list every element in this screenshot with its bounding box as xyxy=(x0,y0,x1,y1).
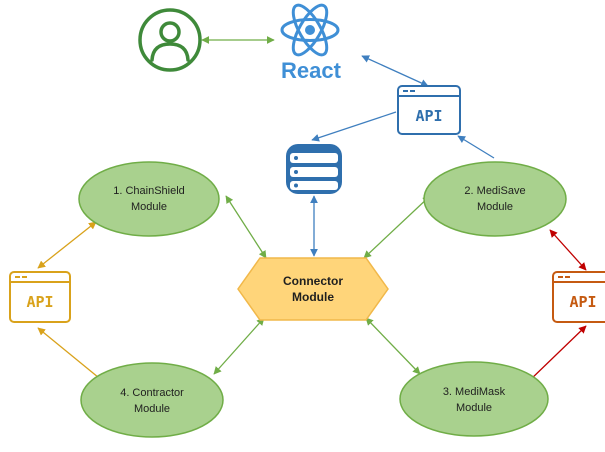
react-label: React xyxy=(281,58,342,83)
module-medimask-line1: 3. MediMask xyxy=(443,386,506,398)
api-window-icon-left xyxy=(9,271,71,323)
link-api-left-chainshield xyxy=(37,221,97,269)
module-contractor xyxy=(80,362,224,438)
module-chainshield xyxy=(78,161,220,237)
module-medisave-line2: Module xyxy=(477,201,513,213)
link-contractor-connector xyxy=(213,317,265,375)
link-medimask-connector xyxy=(365,317,421,375)
module-chainshield-line1: 1. ChainShield xyxy=(113,185,185,197)
module-medisave xyxy=(423,161,567,237)
connector-label-line2: Module xyxy=(292,290,334,304)
link-chainshield-connector xyxy=(225,195,267,259)
connector-label-line1: Connector xyxy=(283,274,343,288)
link-medisave-connector xyxy=(363,195,431,259)
database-icon xyxy=(286,144,342,194)
link-react-api xyxy=(361,55,429,87)
link-medisave-api xyxy=(457,135,495,159)
link-api-left-contractor xyxy=(37,327,105,383)
api-left-label: API xyxy=(26,293,53,311)
connector-module xyxy=(237,257,389,321)
module-medimask-line2: Module xyxy=(456,402,492,414)
module-medisave-line1: 2. MediSave xyxy=(464,185,525,197)
user-icon xyxy=(138,8,202,72)
module-medimask xyxy=(399,361,549,437)
module-chainshield-line2: Module xyxy=(131,201,167,213)
api-right-label: API xyxy=(569,293,596,311)
module-contractor-line2: Module xyxy=(134,403,170,415)
api-window-icon-top xyxy=(397,85,461,135)
connections xyxy=(37,36,587,383)
link-api-right-medisave xyxy=(549,229,587,271)
api-window-icon-right xyxy=(552,271,605,323)
react-logo-icon xyxy=(280,3,340,57)
api-top-label: API xyxy=(415,107,442,125)
link-api-right-medimask xyxy=(527,325,587,383)
module-contractor-line1: 4. Contractor xyxy=(120,387,184,399)
link-api-database xyxy=(311,111,397,142)
